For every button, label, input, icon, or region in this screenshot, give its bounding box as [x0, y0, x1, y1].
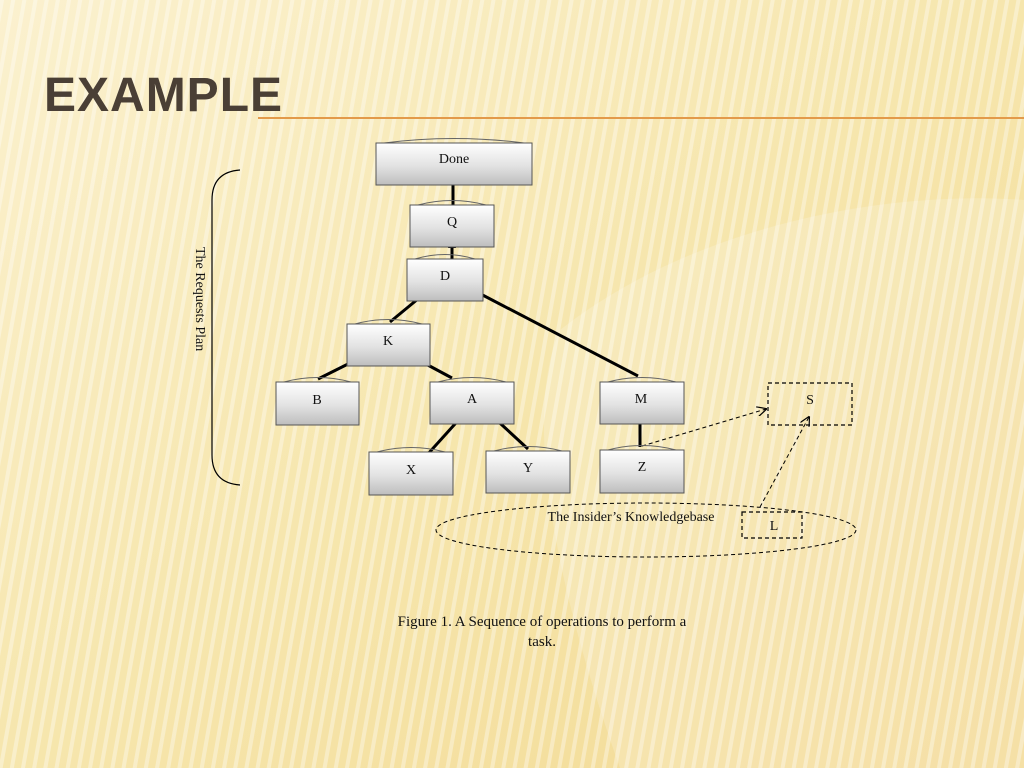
node-k-cap: [354, 319, 423, 325]
node-a-cap: [437, 377, 507, 383]
node-x-box: [368, 451, 454, 496]
node-d: D: [406, 254, 484, 302]
node-z-label: Z: [638, 460, 647, 475]
requests-plan-label: The Requests Plan: [192, 247, 207, 351]
title-divider: [258, 117, 1024, 119]
knowledgebase-ellipse: [435, 502, 857, 558]
node-done-box: [375, 142, 533, 186]
dashed-edge-z-s: [641, 409, 766, 447]
node-y-label: Y: [523, 461, 533, 476]
node-d-cap: [414, 254, 476, 260]
caption-line-2: task.: [528, 634, 556, 650]
node-x: X: [368, 447, 454, 496]
node-q: Q: [409, 200, 495, 248]
node-z: Z: [599, 445, 685, 494]
node-done: Done: [375, 138, 533, 186]
node-l-label: L: [770, 519, 779, 534]
node-x-label: X: [406, 463, 416, 478]
slide-title: Example: [44, 69, 284, 122]
caption-line-1: Figure 1. A Sequence of operations to pe…: [397, 614, 687, 630]
node-a-label: A: [467, 392, 478, 407]
figure-caption: Figure 1. A Sequence of operations to pe…: [364, 612, 720, 652]
node-d-label: D: [440, 269, 450, 284]
node-m: M: [599, 377, 685, 425]
node-m-box: [599, 381, 685, 425]
node-k: K: [346, 319, 431, 367]
node-q-box: [409, 204, 495, 248]
node-k-label: K: [383, 334, 393, 349]
node-z-box: [599, 449, 685, 494]
node-y-box: [485, 450, 571, 494]
node-l: L: [741, 511, 803, 539]
node-q-cap: [417, 200, 487, 206]
node-y: Y: [485, 446, 571, 494]
node-b: B: [275, 377, 360, 426]
node-s-label: S: [806, 393, 814, 408]
node-q-label: Q: [447, 215, 457, 230]
knowledgebase-group: The Insider’s Knowledgebase: [435, 502, 857, 558]
node-k-box: [346, 323, 431, 367]
node-done-label: Done: [439, 152, 469, 167]
node-done-cap: [383, 138, 525, 144]
node-s-box: [767, 382, 853, 426]
node-x-cap: [376, 447, 446, 453]
requests-plan-bracket: The Requests Plan: [192, 169, 241, 486]
node-z-cap: [607, 445, 677, 451]
node-s: S: [767, 382, 853, 426]
node-y-cap: [493, 446, 563, 452]
node-m-cap: [607, 377, 677, 383]
knowledgebase-label: The Insider’s Knowledgebase: [548, 510, 715, 525]
node-a-box: [429, 381, 515, 425]
edge-m-d: [472, 288, 639, 378]
node-a: A: [429, 377, 515, 425]
node-b-box: [275, 381, 360, 426]
node-d-box: [406, 258, 484, 302]
node-m-label: M: [635, 392, 648, 407]
node-l-box: [741, 511, 803, 539]
node-b-cap: [283, 377, 352, 383]
node-b-label: B: [312, 393, 321, 408]
dashed-edge-l-s: [759, 417, 809, 508]
